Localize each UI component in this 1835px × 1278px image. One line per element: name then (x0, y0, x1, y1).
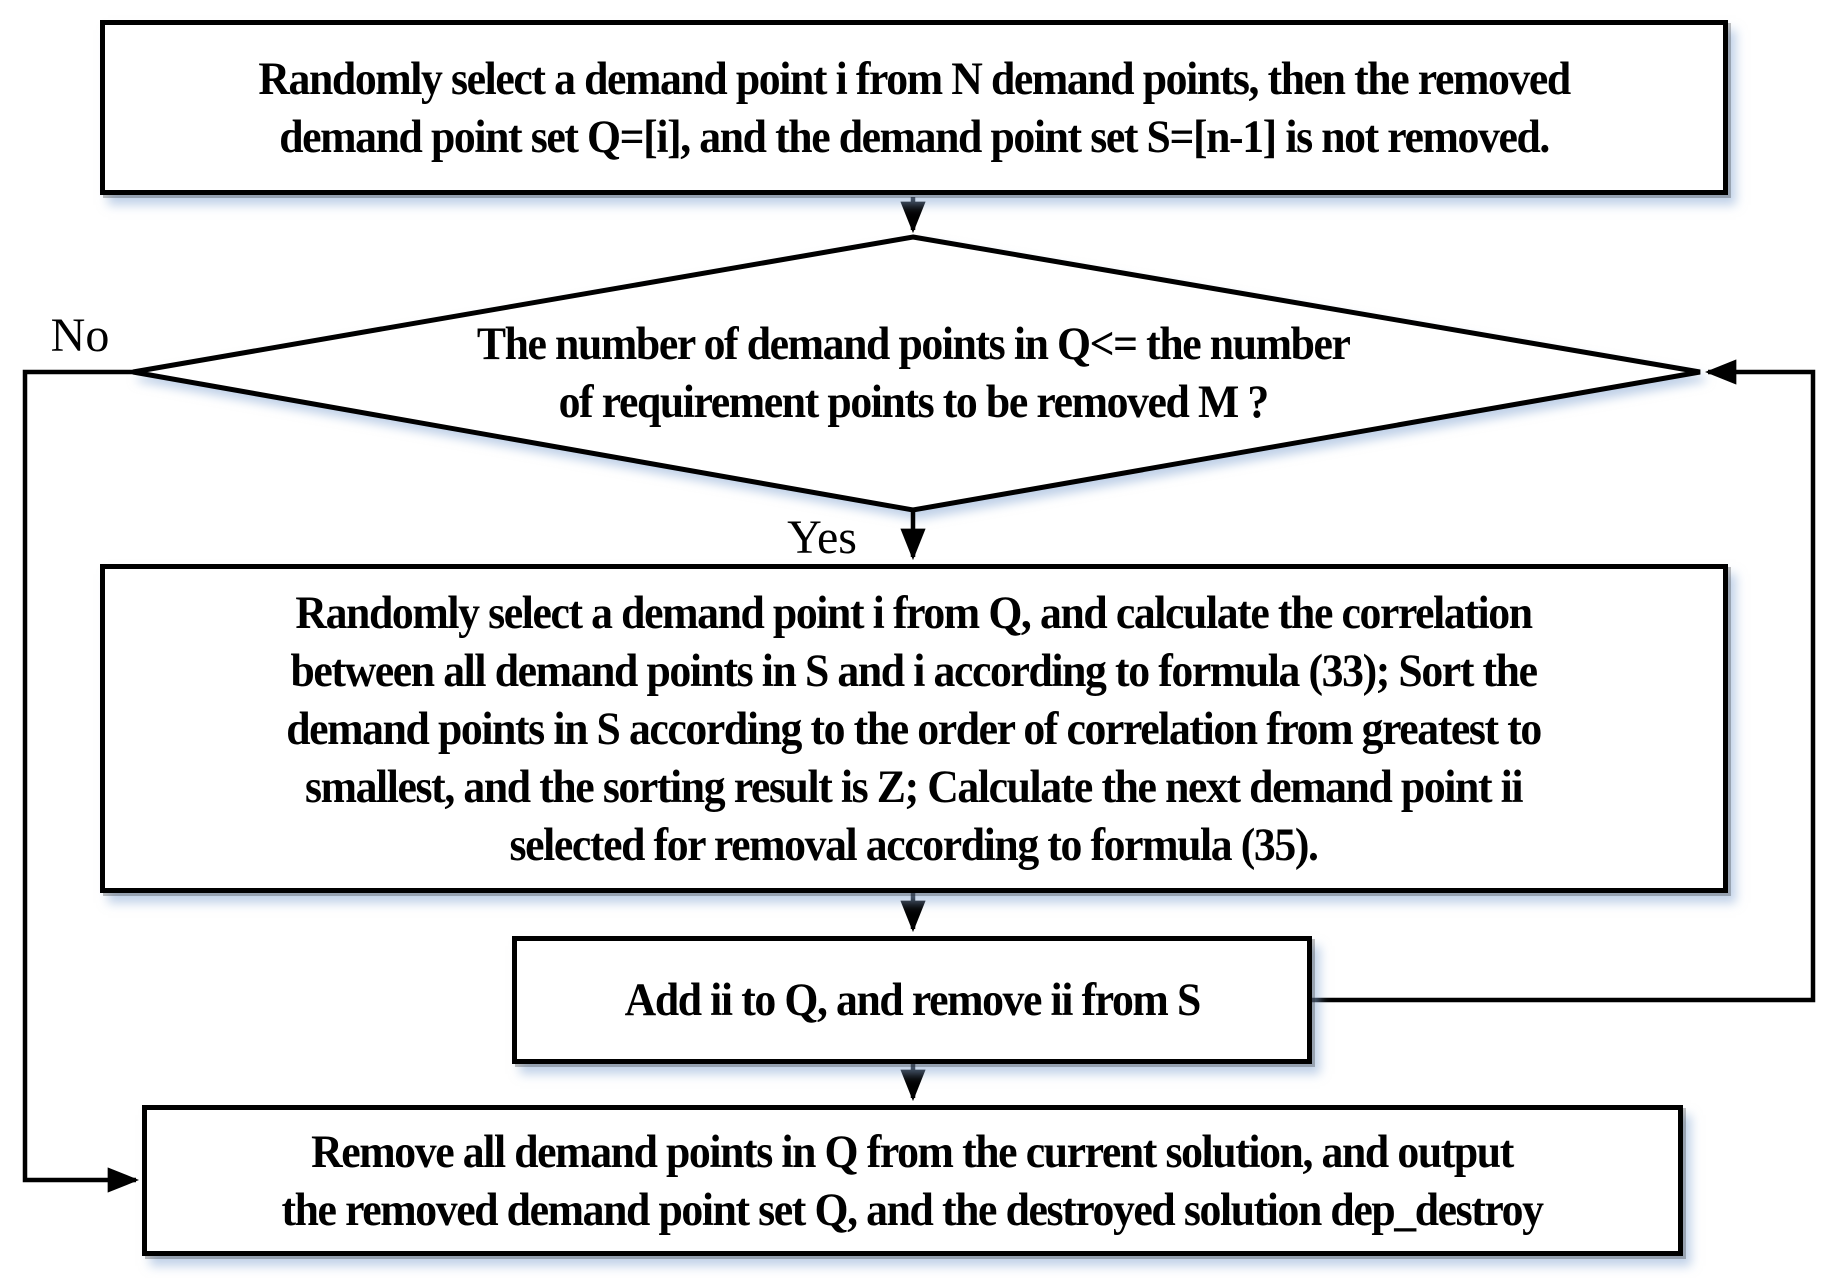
text-line: Add ii to Q, and remove ii from S (624, 974, 1201, 1026)
text-line: smallest, and the sorting result is Z; C… (305, 760, 1524, 813)
node-calc-text: Randomly select a demand point i from Q,… (286, 584, 1543, 874)
text-line: The number of demand points in Q<= the n… (476, 318, 1351, 370)
node-start-text: Randomly select a demand point i from N … (258, 50, 1571, 166)
connector-no-decision-to-output (22, 369, 140, 1193)
decision-text-lines: The number of demand points in Q<= the n… (476, 315, 1351, 431)
text-line: demand points in S according to the orde… (286, 702, 1543, 755)
text-line: Remove all demand points in Q from the c… (311, 1125, 1515, 1178)
node-output-process: Remove all demand points in Q from the c… (142, 1105, 1683, 1256)
text-line: Randomly select a demand point i from N … (258, 52, 1571, 105)
node-add-text: Add ii to Q, and remove ii from S (624, 971, 1201, 1029)
node-output-text: Remove all demand points in Q from the c… (281, 1123, 1545, 1239)
text-line: the removed demand point set Q, and the … (281, 1183, 1545, 1236)
text-line: of requirement points to be removed M ? (558, 376, 1269, 428)
node-calc-process: Randomly select a demand point i from Q,… (100, 564, 1728, 893)
branch-label-yes: Yes (787, 511, 857, 564)
text-line: selected for removal according to formul… (510, 818, 1319, 871)
branch-label-no: No (50, 309, 110, 362)
node-start-process: Randomly select a demand point i from N … (100, 20, 1728, 195)
connector-loop-add-to-decision (1312, 359, 1816, 1003)
text-line: between all demand points in S and i acc… (290, 644, 1538, 697)
text-line: Randomly select a demand point i from Q,… (295, 586, 1534, 639)
node-add-process: Add ii to Q, and remove ii from S (512, 936, 1312, 1064)
node-decision-text: The number of demand points in Q<= the n… (213, 315, 1613, 431)
text-line: demand point set Q=[i], and the demand p… (279, 110, 1550, 163)
